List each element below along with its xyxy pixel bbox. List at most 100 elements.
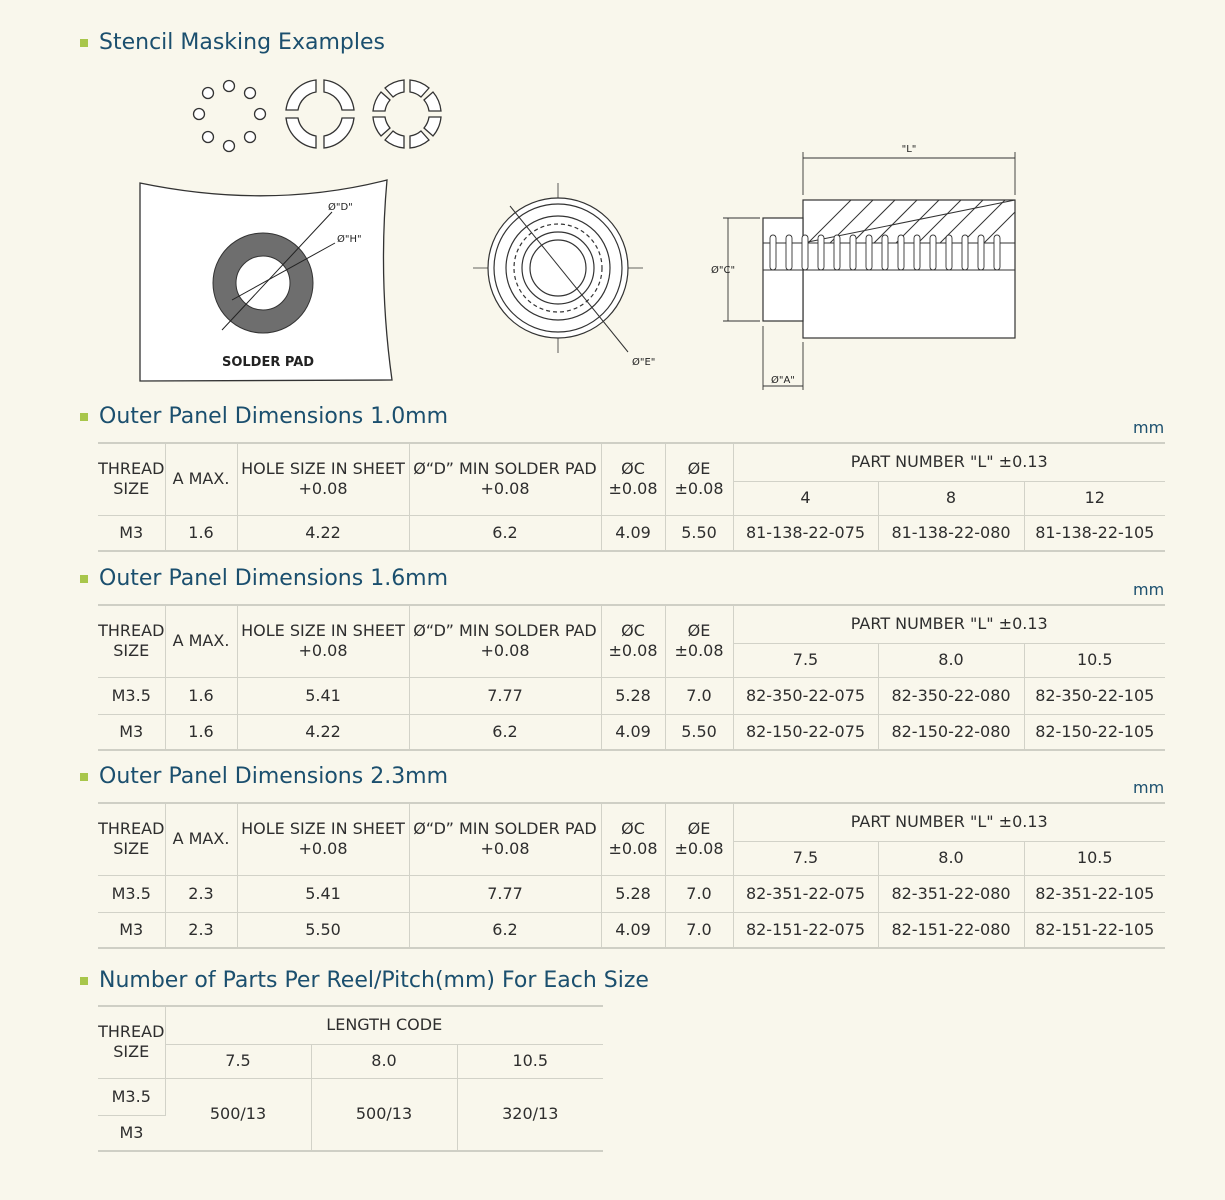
reel-pitch-cell: 500/13 (165, 1078, 312, 1152)
table-row: M3 1.6 4.22 6.2 4.09 5.50 82-150-22-075 … (98, 714, 1165, 751)
stencil-diagrams: Ø"D" Ø"H" SOLDER PAD Ø"E" (139, 79, 1016, 390)
e-cell: 7.0 (665, 677, 734, 715)
e-header: ØE±0.08 (665, 442, 734, 516)
part-number-cell: 82-151-22-080 (878, 912, 1025, 949)
a-max-header: A MAX. (165, 802, 238, 876)
length-header: 8 (878, 481, 1025, 516)
bullet-icon (80, 412, 88, 421)
stencil-title-block: Stencil Masking Examples (80, 30, 385, 55)
thread-cell: M3 (98, 912, 166, 949)
solder-pad-header: Ø“D” MIN SOLDER PAD+0.08 (409, 442, 602, 516)
hole-size-header: HOLE SIZE IN SHEET+0.08 (237, 442, 410, 516)
dim-c-label: Ø"C" (711, 264, 735, 276)
unit-label: mm (1133, 418, 1165, 437)
section-title: Stencil Masking Examples (99, 30, 385, 55)
table-row: M3 1.6 4.22 6.2 4.09 5.50 81-138-22-075 … (98, 515, 1165, 552)
e-cell: 5.50 (665, 714, 734, 751)
table-row: M3.5 2.3 5.41 7.77 5.28 7.0 82-351-22-07… (98, 875, 1165, 913)
solder-pad-diagram: Ø"D" Ø"H" SOLDER PAD (139, 179, 393, 382)
length-header: 10.5 (457, 1044, 603, 1079)
thread-cell: M3.5 (98, 677, 166, 715)
section-title: Number of Parts Per Reel/Pitch(mm) For E… (99, 968, 649, 993)
part-number-cell: 82-150-22-080 (878, 714, 1025, 751)
table3-title-block: Outer Panel Dimensions 2.3mm (80, 764, 448, 789)
dim-d-label: Ø"D" (328, 201, 353, 213)
table-row: M3.5 500/13 500/13 320/13 (98, 1078, 603, 1152)
hole-cell: 5.50 (237, 912, 410, 949)
bullet-icon (80, 574, 88, 583)
hole-cell: 5.41 (237, 677, 410, 715)
part-number-cell: 82-351-22-075 (733, 875, 879, 913)
dim-l-label: "L" (902, 144, 917, 155)
bullet-icon (80, 38, 88, 47)
stencil-pattern-dots (192, 79, 267, 153)
pad-cell: 6.2 (409, 714, 602, 751)
hole-cell: 5.41 (237, 875, 410, 913)
length-header: 10.5 (1024, 643, 1165, 678)
table-row: M3 (98, 1115, 603, 1152)
c-header: ØC±0.08 (601, 604, 666, 678)
part-number-cell: 82-350-22-105 (1024, 677, 1165, 715)
hole-size-header: HOLE SIZE IN SHEET+0.08 (237, 802, 410, 876)
pad-cell: 6.2 (409, 912, 602, 949)
part-number-cell: 82-351-22-105 (1024, 875, 1165, 913)
part-number-cell: 82-351-22-080 (878, 875, 1025, 913)
section-title: Outer Panel Dimensions 2.3mm (99, 764, 449, 789)
c-cell: 4.09 (601, 515, 666, 552)
part-number-cell: 82-151-22-075 (733, 912, 879, 949)
e-cell: 5.50 (665, 515, 734, 552)
e-header: ØE±0.08 (665, 604, 734, 678)
part-number-cell: 81-138-22-075 (733, 515, 879, 552)
stencil-pattern-quadrants (285, 79, 355, 149)
e-cell: 7.0 (665, 875, 734, 913)
reel-pitch-cell: 320/13 (457, 1078, 603, 1152)
stencil-pattern-segments (372, 79, 442, 149)
reel-pitch-cell: 500/13 (311, 1078, 458, 1152)
e-cell: 7.0 (665, 912, 734, 949)
a-max-cell: 2.3 (165, 875, 238, 913)
a-max-header: A MAX. (165, 604, 238, 678)
solder-pad-label: SOLDER PAD (222, 355, 314, 370)
part-number-header: PART NUMBER "L" ±0.13 (733, 802, 1165, 842)
pad-cell: 7.77 (409, 677, 602, 715)
length-header: 7.5 (733, 643, 879, 678)
part-number-cell: 82-350-22-075 (733, 677, 879, 715)
a-max-cell: 1.6 (165, 714, 238, 751)
table1-title-block: Outer Panel Dimensions 1.0mm (80, 404, 448, 429)
bullet-icon (80, 772, 88, 781)
part-number-cell: 82-350-22-080 (878, 677, 1025, 715)
table-row: M3.5 1.6 5.41 7.77 5.28 7.0 82-350-22-07… (98, 677, 1165, 715)
thread-cell: M3 (98, 515, 166, 552)
section-title: Outer Panel Dimensions 1.6mm (99, 566, 449, 591)
dim-a-label: Ø"A" (771, 374, 795, 386)
hole-cell: 4.22 (237, 714, 410, 751)
length-header: 10.5 (1024, 841, 1165, 876)
e-header: ØE±0.08 (665, 802, 734, 876)
solder-pad-header: Ø“D” MIN SOLDER PAD+0.08 (409, 802, 602, 876)
part-number-cell: 82-150-22-105 (1024, 714, 1165, 751)
c-cell: 5.28 (601, 875, 666, 913)
a-max-cell: 1.6 (165, 515, 238, 552)
a-max-cell: 2.3 (165, 912, 238, 949)
length-header: 4 (733, 481, 879, 516)
table4-title-block: Number of Parts Per Reel/Pitch(mm) For E… (80, 968, 649, 993)
c-header: ØC±0.08 (601, 442, 666, 516)
hole-size-header: HOLE SIZE IN SHEET+0.08 (237, 604, 410, 678)
solder-pad-header: Ø“D” MIN SOLDER PAD+0.08 (409, 604, 602, 678)
part-number-cell: 82-151-22-105 (1024, 912, 1165, 949)
thread-cell: M3.5 (98, 1078, 166, 1116)
length-header: 7.5 (165, 1044, 312, 1079)
part-number-cell: 81-138-22-080 (878, 515, 1025, 552)
length-header: 8.0 (878, 643, 1025, 678)
dim-e-label: Ø"E" (632, 356, 655, 368)
length-header: 8.0 (311, 1044, 458, 1079)
section-title: Outer Panel Dimensions 1.0mm (99, 404, 449, 429)
thread-cell: M3.5 (98, 875, 166, 913)
part-number-header: PART NUMBER "L" ±0.13 (733, 442, 1165, 482)
